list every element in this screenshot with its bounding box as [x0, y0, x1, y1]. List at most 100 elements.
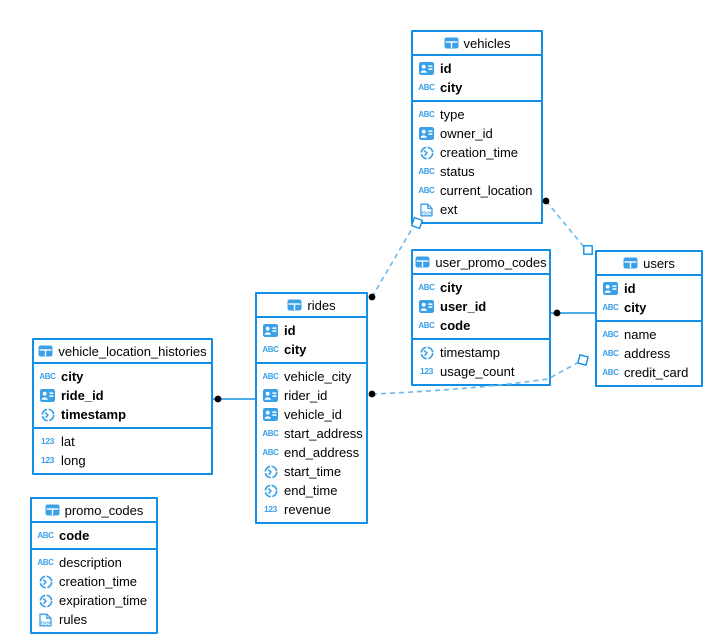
table-header[interactable]: vehicle_location_histories — [34, 340, 211, 364]
string-type-icon: ABC — [262, 371, 279, 381]
table-icon — [623, 257, 638, 269]
string-type-icon: ABC — [418, 109, 435, 119]
string-type-icon: ABC — [602, 348, 619, 358]
field-name: status — [440, 164, 475, 179]
relationship-rides-vehicles[interactable] — [371, 226, 414, 298]
relationship-square-endpoint — [410, 216, 424, 230]
field-row-creation_time[interactable]: creation_time — [413, 143, 541, 162]
field-name: end_address — [284, 445, 360, 460]
number-type-icon: 123 — [41, 436, 54, 447]
field-name: user_id — [440, 299, 487, 314]
field-row-start_time[interactable]: start_time — [257, 462, 366, 481]
field-row-vehicle_id[interactable]: vehicle_id — [257, 405, 366, 424]
id-icon — [262, 408, 279, 421]
svg-text:JSON: JSON — [40, 620, 52, 625]
timestamp-icon — [418, 345, 435, 360]
field-name: creation_time — [440, 145, 519, 160]
field-name: id — [284, 323, 296, 338]
field-row-owner_id[interactable]: owner_id — [413, 124, 541, 143]
table-name: users — [643, 255, 675, 271]
table-name: vehicles — [463, 35, 511, 51]
field-row-creation_time[interactable]: creation_time — [32, 572, 156, 591]
relationship-rides-users[interactable] — [371, 361, 580, 395]
field-name: vehicle_id — [284, 407, 342, 422]
table-header[interactable]: vehicles — [413, 32, 541, 56]
relationship-dot-endpoint — [553, 309, 561, 317]
field-name: credit_card — [624, 365, 689, 380]
field-name: code — [59, 528, 90, 543]
field-name: city — [61, 369, 84, 384]
field-name: rules — [59, 612, 88, 627]
field-row-ride_id[interactable]: ride_id — [34, 386, 211, 405]
table-name: vehicle_location_histories — [58, 343, 207, 359]
field-name: name — [624, 327, 657, 342]
table-header[interactable]: rides — [257, 294, 366, 318]
field-name: ext — [440, 202, 458, 217]
field-row-rules[interactable]: JSON rules — [32, 610, 156, 629]
relationship-vehicles-users[interactable] — [545, 200, 585, 248]
relationship-dot-endpoint — [542, 197, 550, 205]
timestamp-icon — [262, 483, 279, 498]
field-name: city — [624, 300, 647, 315]
id-icon — [602, 282, 619, 295]
table-header[interactable]: promo_codes — [32, 499, 156, 523]
field-name: end_time — [284, 483, 338, 498]
field-row-user_id[interactable]: user_id — [413, 297, 549, 316]
relationship-dot-endpoint — [368, 293, 376, 301]
field-name: description — [59, 555, 122, 570]
field-name: start_address — [284, 426, 363, 441]
id-icon — [39, 389, 56, 402]
field-row-id[interactable]: id — [597, 279, 701, 298]
field-name: expiration_time — [59, 593, 148, 608]
field-row-timestamp[interactable]: timestamp — [413, 343, 549, 362]
table-header[interactable]: user_promo_codes — [413, 251, 549, 275]
field-row-id[interactable]: id — [413, 59, 541, 78]
table-name: user_promo_codes — [435, 254, 547, 270]
field-row-id[interactable]: id — [257, 321, 366, 340]
field-row-timestamp[interactable]: timestamp — [34, 405, 211, 424]
table-header[interactable]: users — [597, 252, 701, 276]
field-row-expiration_time[interactable]: expiration_time — [32, 591, 156, 610]
string-type-icon: ABC — [418, 82, 435, 92]
id-icon — [418, 127, 435, 140]
field-row-rider_id[interactable]: rider_id — [257, 386, 366, 405]
field-name: usage_count — [440, 364, 515, 379]
field-row-end_time[interactable]: end_time — [257, 481, 366, 500]
